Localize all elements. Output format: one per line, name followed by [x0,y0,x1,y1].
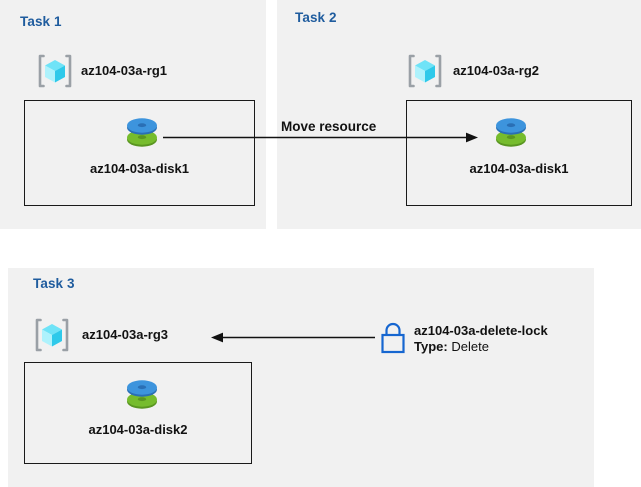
connector-arrow-delete-lock [211,332,375,343]
resource-group-boundary-task-2 [406,100,632,206]
connector-arrow-move-resource [163,132,478,143]
disk-label-disk2-task-3: az104-03a-disk2 [88,422,188,437]
delete-lock-type-key: Type: [414,339,448,354]
resource-group-cube-icon [406,52,444,90]
connector-caption-move-resource: Move resource [281,119,377,134]
panel-title-task-2: Task 2 [295,10,337,25]
resource-group-label-rg3: az104-03a-rg3 [82,327,168,342]
resource-group-cube-icon [36,52,74,90]
disk-label-disk1-task-1: az104-03a-disk1 [89,161,189,176]
resource-group-cube-icon [33,316,71,354]
resource-group-label-rg2: az104-03a-rg2 [453,63,539,78]
managed-disk-icon [490,113,532,153]
delete-lock-type-line: Type: Delete [414,339,548,355]
managed-disk-icon [121,375,163,415]
delete-lock-name: az104-03a-delete-lock [414,323,548,338]
lock-icon [377,320,409,356]
resource-group-label-rg1: az104-03a-rg1 [81,63,167,78]
delete-lock-type-value: Delete [451,339,489,354]
delete-lock-info: az104-03a-delete-lock Type: Delete [414,323,548,355]
disk-label-disk1-task-2: az104-03a-disk1 [469,161,569,176]
panel-title-task-1: Task 1 [20,14,62,29]
resource-group-boundary-task-3 [24,362,252,464]
resource-group-boundary-task-1 [24,100,255,206]
panel-title-task-3: Task 3 [33,276,75,291]
managed-disk-icon [121,113,163,153]
